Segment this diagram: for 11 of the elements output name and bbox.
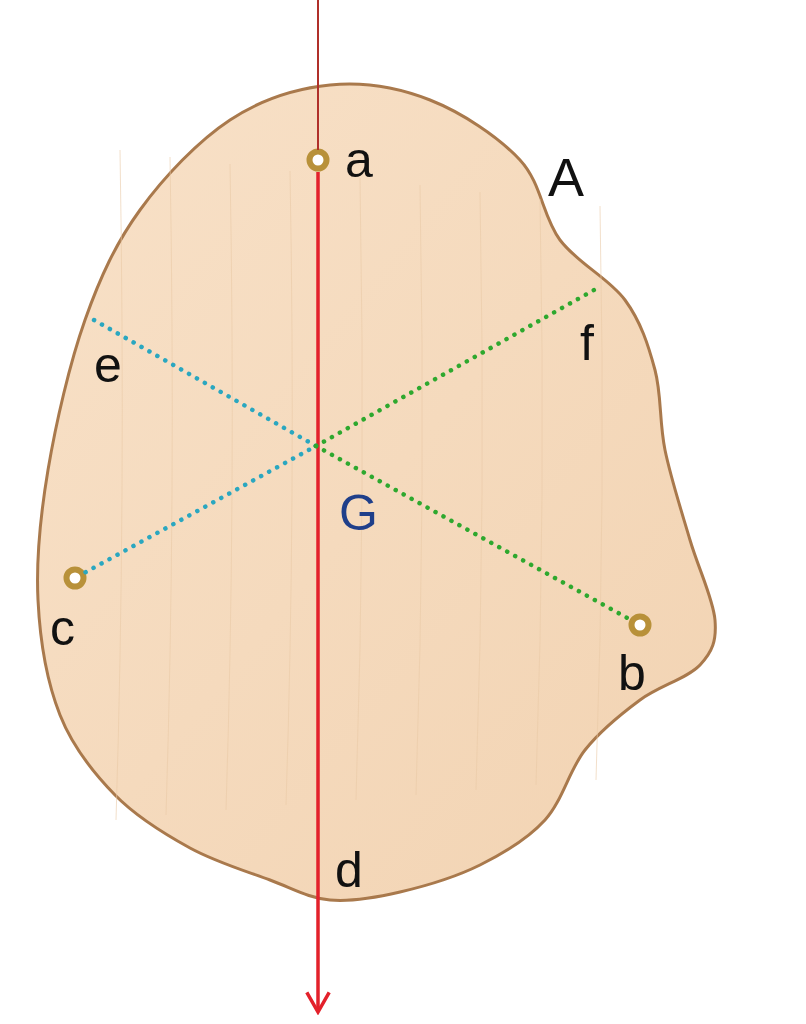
- object-label: A: [548, 150, 585, 204]
- point-label: d: [335, 845, 363, 895]
- hole-label: b: [618, 648, 646, 698]
- dotted-line: [313, 443, 632, 622]
- point-label: e: [94, 320, 130, 390]
- point-label: f: [568, 290, 594, 368]
- point-label: G: [316, 446, 378, 538]
- plumb-line-arrow: [305, 172, 331, 1014]
- hole-label: c: [50, 603, 75, 653]
- hole-label: a: [345, 135, 373, 185]
- dotted-line: [91, 317, 319, 449]
